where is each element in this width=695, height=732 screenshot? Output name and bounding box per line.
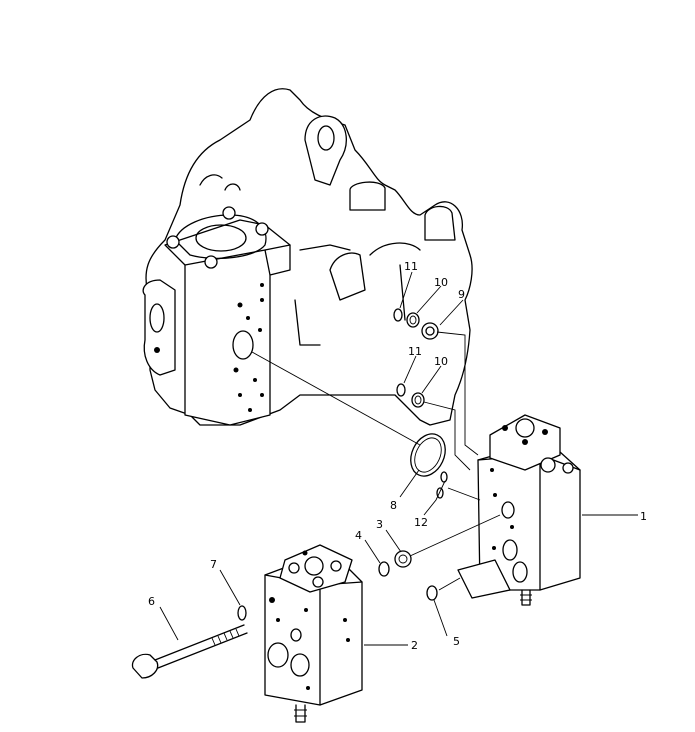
callout-2: 2 (411, 639, 418, 652)
washer-7 (237, 605, 247, 621)
bolt-6 (131, 624, 248, 679)
assembly-lines (251, 331, 501, 591)
callout-labels: 1 2 3 4 5 6 7 8 9 10 10 11 11 12 (148, 260, 647, 652)
callout-10-upper: 10 (434, 276, 448, 289)
leader-lines (159, 271, 638, 646)
oring-4 (378, 561, 390, 577)
oring-8 (410, 433, 446, 477)
fitting-9 (421, 322, 439, 340)
plug-3 (394, 550, 412, 568)
callout-10-lower: 10 (434, 355, 448, 368)
oring-11a (393, 308, 403, 322)
callout-5: 5 (453, 635, 460, 648)
callout-8: 8 (390, 499, 397, 512)
callout-4: 4 (355, 529, 362, 542)
small-parts (131, 308, 448, 679)
callout-11-lower: 11 (408, 345, 422, 358)
callout-6: 6 (148, 595, 155, 608)
fitting-10b (411, 392, 425, 408)
callout-3: 3 (376, 518, 383, 531)
oring-5 (426, 585, 438, 601)
oring-12b (436, 487, 444, 499)
callout-1: 1 (640, 510, 647, 523)
callout-11-upper: 11 (404, 260, 418, 273)
callout-12: 12 (414, 516, 428, 529)
oring-12a (440, 471, 448, 483)
callout-7: 7 (210, 558, 217, 571)
control-valve-1 (457, 414, 581, 606)
fitting-10a (406, 312, 420, 328)
pump-housing (142, 88, 473, 426)
control-valve-2 (264, 544, 363, 723)
callout-9: 9 (458, 288, 465, 301)
oring-11b (396, 383, 406, 397)
